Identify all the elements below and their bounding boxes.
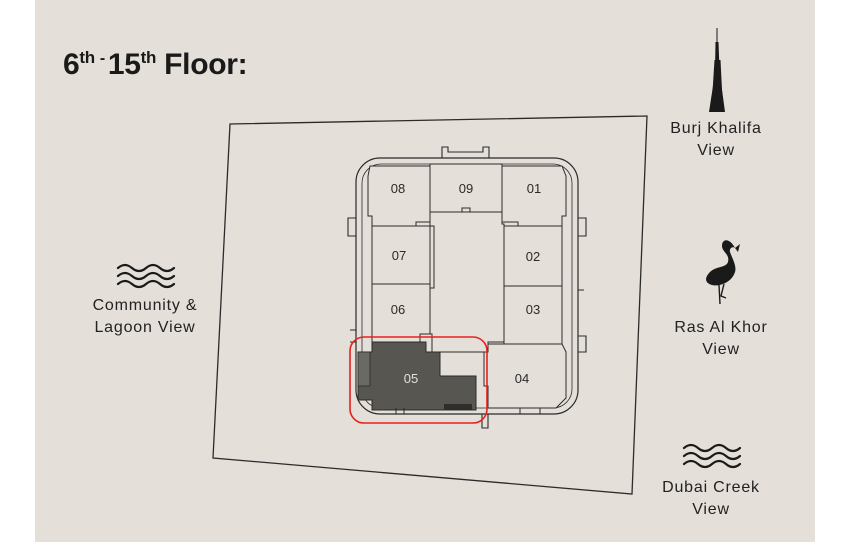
unit-06[interactable]: 06 (371, 283, 431, 343)
unit-05[interactable]: 05 (357, 341, 477, 411)
title-dash: - (99, 50, 105, 67)
title-start-floor: 6 (63, 48, 80, 81)
community-line2: Lagoon View (94, 319, 196, 336)
dubai-creek-line2: View (692, 501, 730, 518)
site-boundary (212, 115, 648, 495)
title-start-suffix: th (79, 48, 95, 67)
building-right-lower-protrusion (578, 335, 587, 353)
unit-06-label: 06 (391, 302, 405, 317)
ras-al-khor-line1: Ras Al Khor (674, 319, 768, 336)
unit-09-label: 09 (459, 181, 473, 196)
burj-khalifa-icon (709, 28, 725, 112)
unit-05-label: 05 (404, 371, 418, 386)
building-outline (355, 157, 579, 415)
title-end-suffix: th (140, 48, 157, 67)
ras-al-khor-view-label: Ras Al Khor View (646, 317, 796, 361)
building-left-protrusion (347, 217, 356, 237)
unit-07-label: 07 (392, 248, 406, 263)
unit-08[interactable]: 08 (367, 165, 431, 227)
waves-icon-community (116, 263, 176, 289)
courtyard-outline (429, 211, 505, 353)
dubai-creek-line1: Dubai Creek (662, 479, 760, 496)
floor-title: 6th-15th Floor: (63, 48, 248, 82)
building-top-protrusion (441, 146, 490, 158)
community-lagoon-view-label: Community & Lagoon View (70, 295, 220, 339)
unit-04[interactable]: 04 (483, 343, 567, 409)
community-line1: Community & (92, 297, 198, 314)
unit-09[interactable]: 09 (429, 163, 503, 213)
flamingo-icon (706, 240, 740, 305)
unit-03-label: 03 (526, 302, 540, 317)
burj-line2: View (697, 142, 735, 159)
unit-01[interactable]: 01 (501, 165, 567, 227)
unit-08-label: 08 (391, 181, 405, 196)
unit-02[interactable]: 02 (503, 225, 563, 287)
unit-03[interactable]: 03 (503, 285, 563, 345)
waves-icon-creek (682, 443, 742, 469)
unit-02-label: 02 (526, 249, 540, 264)
burj-khalifa-view-label: Burj Khalifa View (646, 118, 786, 162)
burj-line1: Burj Khalifa (670, 120, 762, 137)
unit-04-label: 04 (515, 371, 529, 386)
unit-01-label: 01 (527, 181, 541, 196)
title-floor-word: Floor: (164, 48, 248, 81)
title-end-floor: 15 (107, 48, 141, 81)
selected-unit-highlight (349, 336, 488, 424)
building-right-protrusion (578, 217, 587, 237)
unit-07[interactable]: 07 (371, 225, 431, 285)
ras-al-khor-line2: View (702, 341, 740, 358)
building-bottom-protrusion (481, 414, 489, 429)
balcony-marks (350, 289, 584, 414)
dubai-creek-view-label: Dubai Creek View (636, 477, 786, 521)
